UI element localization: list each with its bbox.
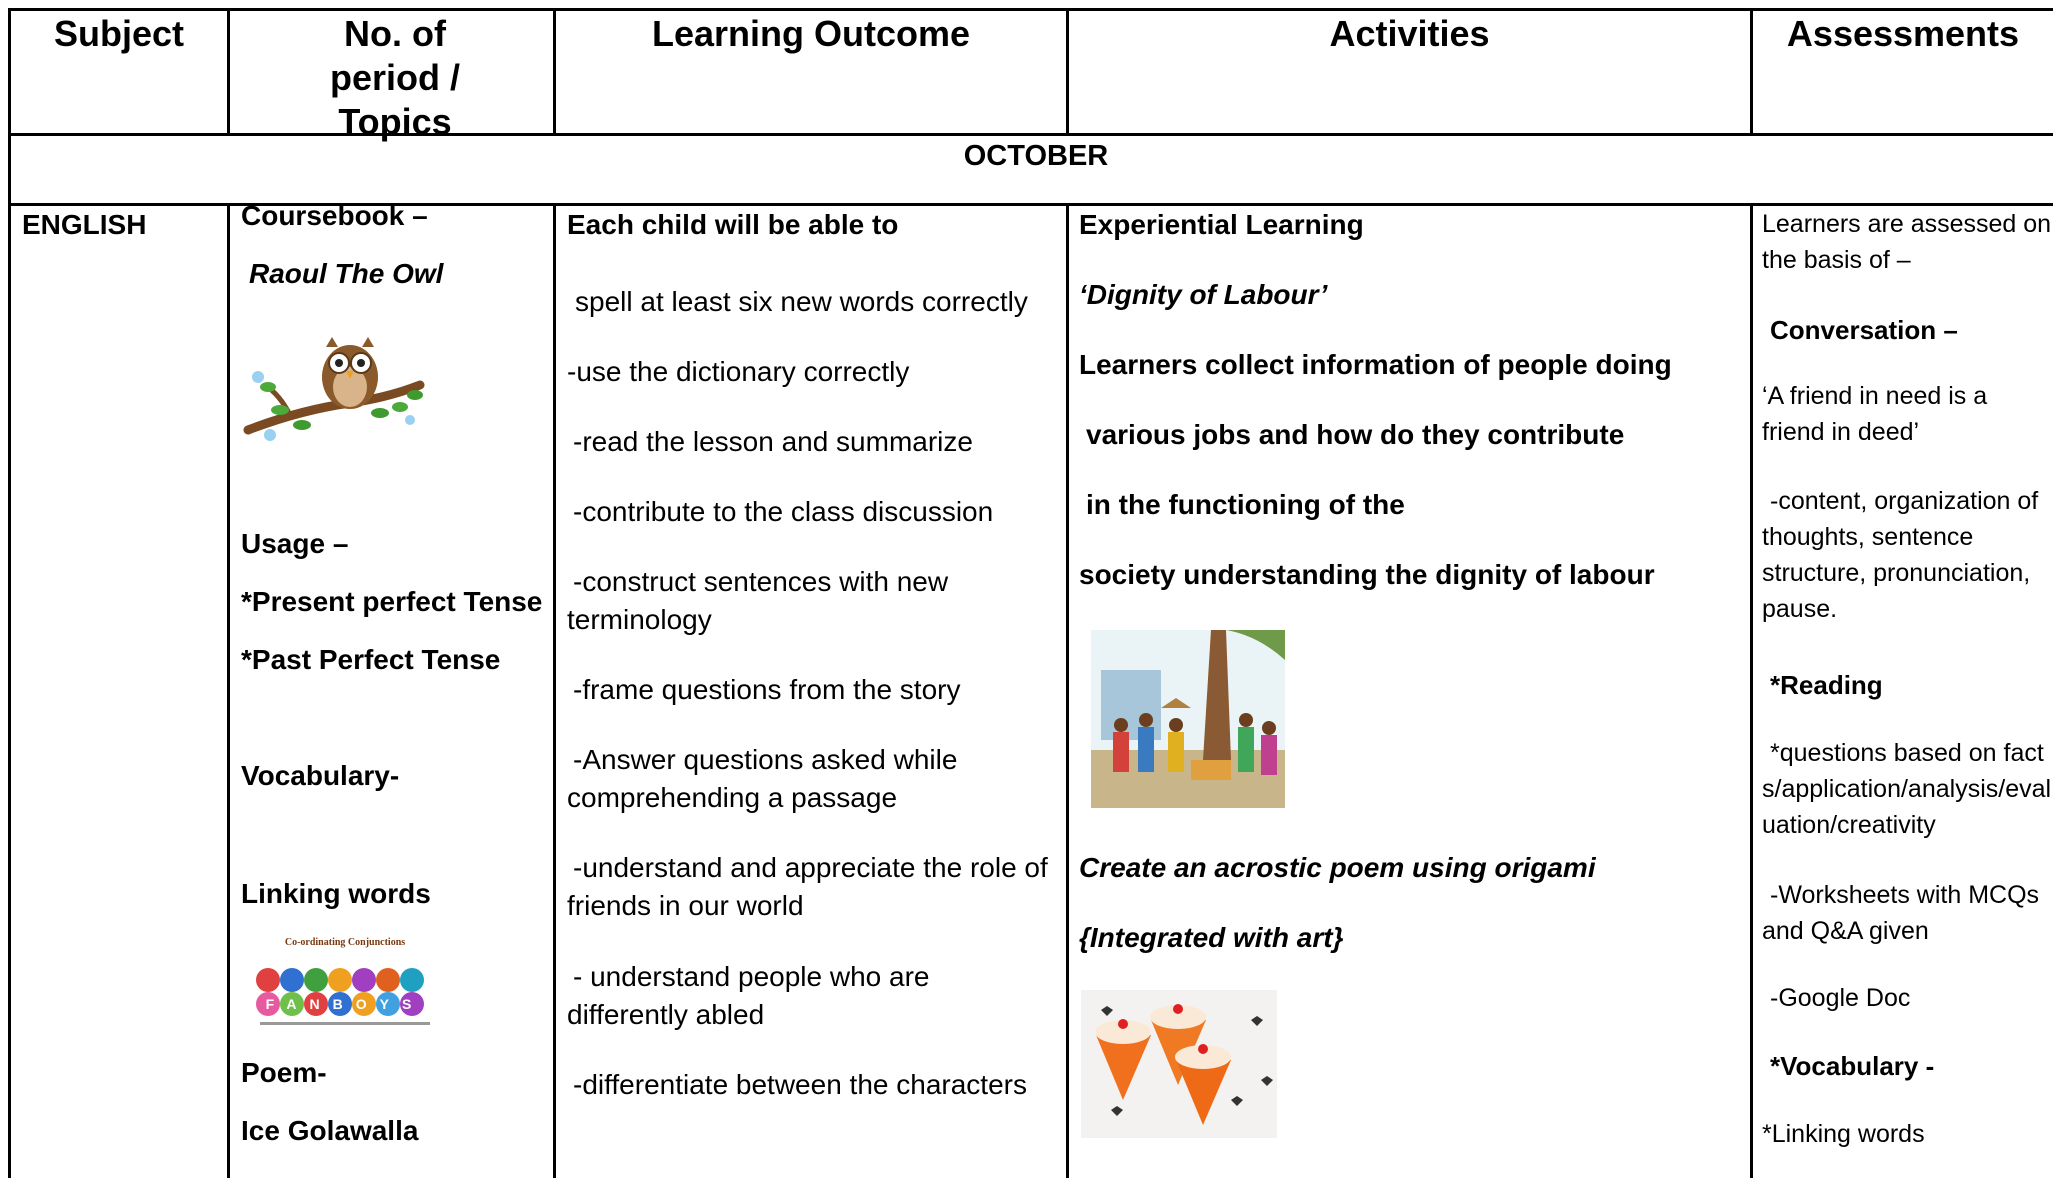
- header-learning-outcome: Learning Outcome: [651, 13, 971, 54]
- column-divider-2: [553, 10, 556, 1178]
- owl-on-branch-illustration: [240, 315, 430, 465]
- column-divider-3: [1066, 10, 1069, 1178]
- topic-vocabulary: Vocabulary-: [241, 760, 400, 791]
- assessment-reading: *Reading: [1770, 670, 1883, 700]
- outcome-intro: Each child will be able to: [567, 209, 899, 240]
- activity-line: society understanding the dignity of lab…: [1079, 559, 1655, 590]
- assessment-conversation-criteria: -content, organization of thoughts, sent…: [1762, 487, 2039, 623]
- assessment-google-doc: -Google Doc: [1770, 984, 1911, 1012]
- assessment-conversation-topic: ‘A friend in need is a friend in deed’: [1762, 382, 1988, 446]
- outcome-item: -read the lesson and summarize: [573, 426, 973, 457]
- assessment-reading-detail: *questions based on facts/application/an…: [1762, 739, 2052, 839]
- table-top-border: [8, 8, 2053, 11]
- outcome-item: - understand people who are differently …: [567, 961, 930, 1030]
- outcome-item: -use the dictionary correctly: [567, 356, 910, 387]
- header-assessments: Assessments: [1786, 13, 2020, 54]
- outcome-item: -Answer questions asked while comprehend…: [567, 744, 958, 813]
- table-left-border: [8, 10, 11, 1178]
- outcome-item: -contribute to the class discussion: [573, 496, 994, 527]
- activity-theme: ‘Dignity of Labour’: [1079, 279, 1328, 310]
- topic-past-perfect: *Past Perfect Tense: [241, 644, 501, 675]
- header-activities: Activities: [1329, 13, 1490, 54]
- header-bottom-border: [8, 133, 2053, 136]
- month-row-mask: [11, 136, 2053, 203]
- topic-coursebook: Coursebook –: [241, 200, 428, 231]
- assessment-vocabulary: *Vocabulary -: [1770, 1051, 1935, 1081]
- activity-heading: Experiential Learning: [1079, 209, 1364, 240]
- topic-poem-label: Poem-: [241, 1057, 327, 1088]
- activity-line: Learners collect information of people d…: [1079, 349, 1672, 380]
- assessment-worksheets: -Worksheets with MCQs and Q&A given: [1762, 881, 2040, 945]
- outcome-item: -frame questions from the story: [573, 674, 961, 705]
- activity-craft: Create an acrostic poem using origami: [1079, 852, 1596, 883]
- topic-linking-words: Linking words: [241, 878, 431, 909]
- assessment-linking-words: *Linking words: [1762, 1120, 1925, 1148]
- column-divider-4: [1750, 10, 1753, 1178]
- assessment-intro: Learners are assessed on the basis of –: [1762, 210, 2052, 274]
- outcome-item: spell at least six new words correctly: [575, 286, 1028, 317]
- month-row-bottom-border: [8, 203, 2053, 206]
- dignity-of-labour-illustration: [1091, 630, 1285, 808]
- activity-line: various jobs and how do they contribute: [1086, 419, 1625, 450]
- column-divider-1: [227, 10, 230, 1178]
- topic-lesson-title: Raoul The Owl: [249, 258, 444, 289]
- topic-present-perfect: *Present perfect Tense: [241, 586, 543, 617]
- month-label: OCTOBER: [963, 140, 1109, 172]
- activity-integration: {Integrated with art}: [1079, 922, 1344, 953]
- conjunctions-title: Co-ordinating Conjunctions: [285, 937, 405, 948]
- outcome-item: -understand and appreciate the role of f…: [567, 852, 1048, 921]
- outcome-item: -construct sentences with new terminolog…: [567, 566, 949, 635]
- conjunctions-illustration: Co-ordinating Conjunctions FANBOYS: [250, 932, 440, 1032]
- topic-poem-title: Ice Golawalla: [241, 1115, 419, 1146]
- assessment-conversation: Conversation –: [1770, 315, 1958, 345]
- topic-usage: Usage –: [241, 528, 349, 559]
- conjunctions-letters: FANBOYS: [266, 996, 425, 1012]
- header-subject: Subject: [53, 13, 185, 54]
- origami-ice-cream-illustration: [1081, 990, 1277, 1138]
- outcome-item: -differentiate between the characters: [573, 1069, 1027, 1100]
- subject-name: ENGLISH: [22, 209, 147, 240]
- header-periods: No. of period / Topics: [329, 13, 460, 142]
- activity-line: in the functioning of the: [1086, 489, 1405, 520]
